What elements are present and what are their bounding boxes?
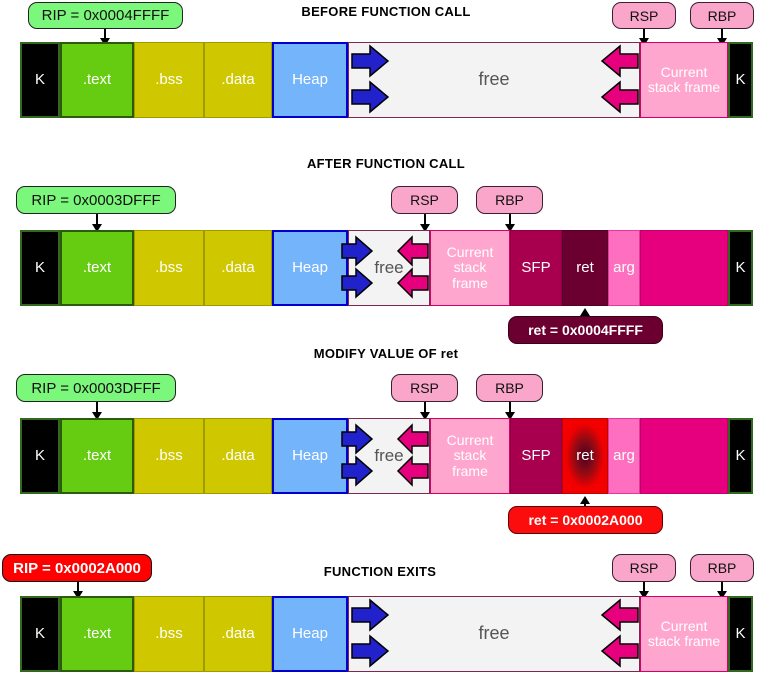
rbp-leader-arrowhead-after [505,224,515,232]
rip-callout-exits: RIP = 0x0002A000 [2,554,152,582]
rbp-leader-line-after [509,214,511,227]
rip-leader-line-modify [96,402,98,415]
rip-leader-line-before [104,29,106,41]
segment-kernel-high-before: K [728,42,753,118]
segment-kernel-low-before: K [20,42,60,118]
rip-leader-arrowhead-exits [73,591,83,599]
rsp-leader-arrowhead-modify [420,412,430,420]
segment-arg-after: arg [608,230,640,306]
rsp-callout-after: RSP [391,186,458,214]
segment-free-after: free [348,230,430,306]
panel-after-function-call: AFTER FUNCTION CALL RIP = 0x0003DFFF RSP… [0,150,772,344]
segment-free-exits: free [348,596,640,672]
segment-ret-after: ret [562,230,608,306]
segment-kernel-low-after: K [20,230,60,306]
segment-data-before: .data [204,42,272,118]
segment-ret-modify: ret [562,418,608,494]
rbp-callout-after: RBP [476,186,543,214]
rbp-leader-arrowhead-exits [717,591,727,599]
rbp-leader-line-exits [721,582,723,594]
panel-title-modify: MODIFY VALUE OF ret [313,346,459,361]
ret-value-callout-after: ret = 0x0004FFFF [508,316,663,344]
segment-kernel-low-modify: K [20,418,60,494]
segment-text-modify: .text [60,418,134,494]
rbp-callout-exits: RBP [690,554,754,582]
rip-leader-arrowhead-after [92,224,102,232]
segment-sfp-modify: SFP [510,418,562,494]
segment-current-stack-frame-after: Current stack frame [430,230,510,306]
rip-callout-modify: RIP = 0x0003DFFF [16,374,176,402]
panel-before-function-call: BEFORE FUNCTION CALL RIP = 0x0004FFFF RS… [0,0,772,150]
segment-kernel-high-exits: K [728,596,753,672]
rbp-leader-line-before [721,29,723,41]
segment-current-stack-frame-exits: Current stack frame [640,596,728,672]
segment-current-stack-frame-before: Current stack frame [640,42,728,118]
segment-free-modify: free [348,418,430,494]
rip-callout-before: RIP = 0x0004FFFF [28,2,183,29]
segment-free-before: free [348,42,640,118]
segment-heap-before: Heap [272,42,348,118]
rbp-leader-line-modify [509,402,511,415]
panel-function-exits: FUNCTION EXITS RIP = 0x0002A000 RSP RBP … [0,540,772,672]
rsp-leader-line-before [643,29,645,41]
segment-bss-after: .bss [134,230,204,306]
segment-data-modify: .data [204,418,272,494]
segment-heap-after: Heap [272,230,348,306]
rsp-callout-exits: RSP [612,554,676,582]
segment-text-exits: .text [60,596,134,672]
rsp-leader-arrowhead-after [420,224,430,232]
rsp-callout-before: RSP [612,2,676,29]
rbp-callout-before: RBP [690,2,754,29]
segment-kernel-low-exits: K [20,596,60,672]
panel-title-after: AFTER FUNCTION CALL [306,156,466,171]
rbp-callout-modify: RBP [476,374,543,402]
segment-current-stack-frame-modify: Current stack frame [430,418,510,494]
rip-callout-after: RIP = 0x0003DFFF [16,186,176,214]
segment-arg-modify: arg [608,418,640,494]
panel-title-before: BEFORE FUNCTION CALL [301,4,471,19]
panel-modify-value-of-ret: MODIFY VALUE OF ret RIP = 0x0003DFFF RSP… [0,340,772,540]
rsp-leader-line-modify [424,402,426,415]
segment-sfp-after: SFP [510,230,562,306]
rsp-leader-arrowhead-exits [639,591,649,599]
segment-bss-modify: .bss [134,418,204,494]
segment-text-before: .text [60,42,134,118]
rsp-leader-line-after [424,214,426,227]
segment-heap-exits: Heap [272,596,348,672]
rip-leader-arrowhead-modify [92,412,102,420]
rip-leader-line-after [96,214,98,227]
segment-data-after: .data [204,230,272,306]
segment-bss-before: .bss [134,42,204,118]
segment-stack-rest-after [640,230,728,306]
ret-leader-arrowhead-modify [580,496,590,504]
segment-kernel-high-after: K [728,230,753,306]
segment-stack-rest-modify [640,418,728,494]
rbp-leader-arrowhead-modify [505,412,515,420]
segment-heap-modify: Heap [272,418,348,494]
rsp-callout-modify: RSP [391,374,458,402]
rsp-leader-line-exits [643,582,645,594]
ret-leader-arrowhead-after [580,308,590,316]
rip-leader-line-exits [77,582,79,594]
segment-kernel-high-modify: K [728,418,753,494]
segment-text-after: .text [60,230,134,306]
ret-value-callout-modify: ret = 0x0002A000 [508,506,663,534]
segment-data-exits: .data [204,596,272,672]
panel-title-exits: FUNCTION EXITS [323,564,437,579]
segment-bss-exits: .bss [134,596,204,672]
